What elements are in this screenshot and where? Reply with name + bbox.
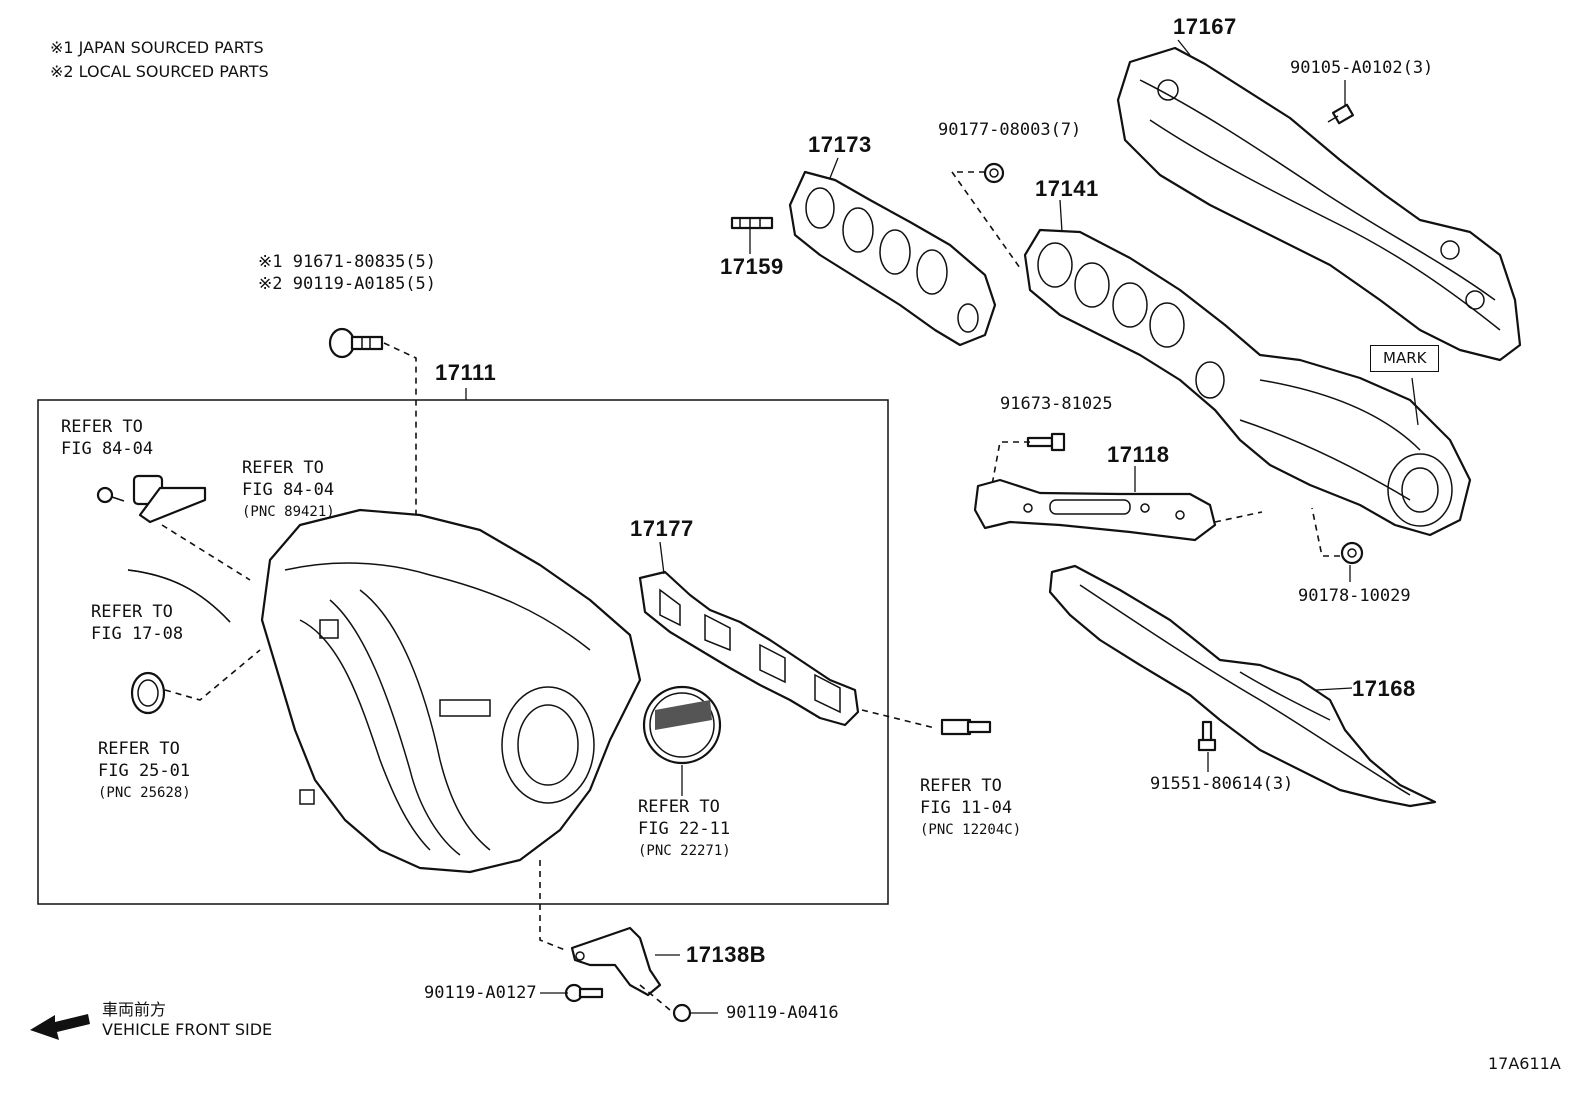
part-number-17168: 17168 [1352, 676, 1416, 701]
refer-fig-22-11: REFER TO FIG 22-11 (PNC 22271) [638, 797, 731, 859]
part-number-90119-a0127: 90119-A0127 [424, 983, 537, 1003]
part-number-17118: 17118 [1107, 442, 1170, 467]
part-number-91671-80835: ※1 91671-80835(5) [258, 252, 437, 272]
part-number-17177: 17177 [630, 516, 694, 541]
bracket-17138b [570, 926, 662, 997]
mark-label: MARK [1370, 345, 1440, 372]
intake-manifold-17111 [260, 508, 642, 874]
bolt-90119-a0416 [672, 1003, 692, 1023]
nut-90177 [983, 162, 1005, 184]
stud-17159 [730, 216, 774, 230]
part-number-91551: 91551-80614(3) [1150, 774, 1294, 794]
part-number-90178: 90178-10029 [1298, 586, 1411, 606]
bolt-90105 [1327, 103, 1355, 125]
part-number-17138b: 17138B [686, 942, 767, 967]
refer-fig-11-04: REFER TO FIG 11-04 (PNC 12204C) [920, 776, 1022, 838]
vehicle-front-jp: 車両前方 [102, 1000, 167, 1019]
gasket-17173 [788, 170, 997, 347]
heat-insulator-17168 [1048, 564, 1437, 808]
part-number-90177: 90177-08003(7) [938, 120, 1082, 140]
refer-fig-84-04-b: REFER TO FIG 84-04 (PNC 89421) [242, 458, 335, 520]
stay-17118 [973, 478, 1217, 542]
figure-id: 17A611A [1488, 1054, 1561, 1073]
bolt-90119-a0127 [564, 983, 604, 1003]
refer-fig-84-04-a: REFER TO FIG 84-04 [61, 417, 154, 459]
part-number-91673: 91673-81025 [1000, 394, 1113, 414]
sensor-12204c [940, 718, 992, 736]
part-number-90119-a0416: 90119-A0416 [726, 1003, 839, 1023]
nut-90178 [1340, 541, 1364, 565]
note-local-sourced: ※2 LOCAL SOURCED PARTS [50, 62, 269, 81]
part-number-17173: 17173 [808, 132, 872, 157]
exhaust-manifold-17141 [1023, 228, 1472, 537]
hose-17-08 [127, 569, 231, 623]
vehicle-front-en: VEHICLE FRONT SIDE [102, 1020, 273, 1039]
sensor-bracket-89421 [96, 474, 207, 524]
bolt-91551 [1197, 720, 1217, 752]
refer-fig-25-01: REFER TO FIG 25-01 (PNC 25628) [98, 739, 191, 801]
refer-fig-17-08: REFER TO FIG 17-08 [91, 602, 184, 644]
vehicle-front-arrow [30, 1014, 90, 1040]
note-japan-sourced: ※1 JAPAN SOURCED PARTS [50, 38, 264, 57]
gasket-22271 [642, 685, 722, 765]
part-number-90119-a0185: ※2 90119-A0185(5) [258, 274, 437, 294]
part-number-90105: 90105-A0102(3) [1290, 58, 1434, 78]
heat-insulator-17167 [1116, 46, 1522, 362]
part-number-17159: 17159 [720, 254, 784, 279]
assembly-17111-box [37, 399, 889, 905]
gasket-17177 [638, 570, 860, 727]
bolt-91673 [1026, 432, 1066, 452]
part-number-17167: 17167 [1173, 14, 1237, 39]
ring-25-01 [130, 671, 166, 715]
part-number-17141: 17141 [1035, 176, 1099, 201]
part-number-17111: 17111 [435, 360, 497, 385]
bolt-91671-90119 [328, 327, 384, 359]
